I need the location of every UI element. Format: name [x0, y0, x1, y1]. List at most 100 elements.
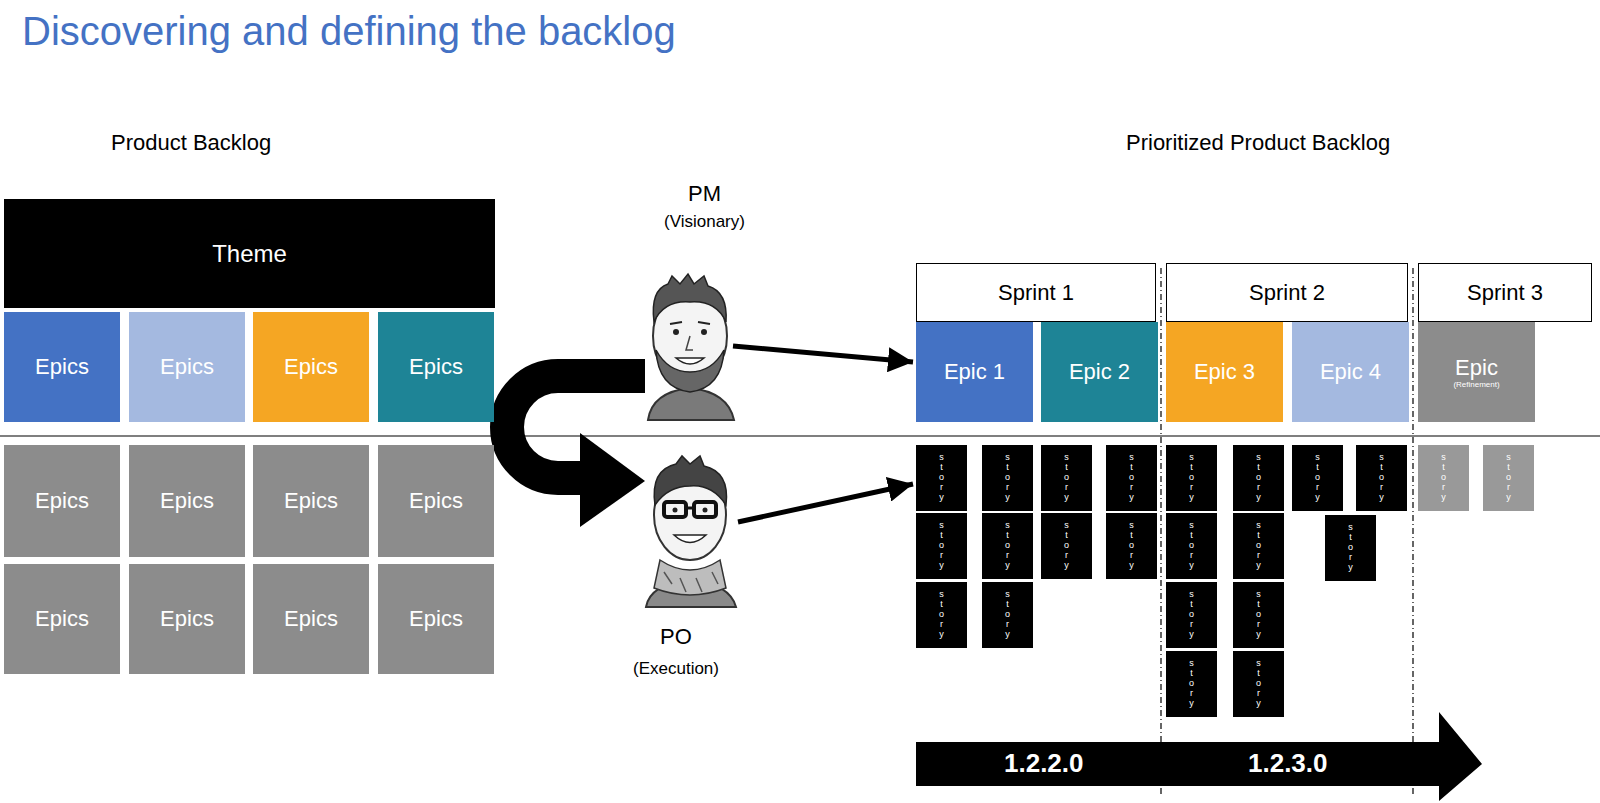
epic-box: Epic 1	[916, 322, 1033, 422]
story-label: story	[1189, 590, 1195, 639]
epic-box: Epic 2	[1041, 322, 1158, 422]
epic-box: Epic 3	[1166, 322, 1283, 422]
story-card: story	[1418, 445, 1469, 511]
story-card: story	[982, 445, 1033, 511]
box-label: Epics	[284, 488, 338, 513]
story-label: story	[1441, 453, 1447, 502]
theme-box: Theme	[4, 199, 495, 308]
story-label: story	[1256, 659, 1262, 708]
sprint-separator	[1160, 268, 1161, 795]
story-card: story	[1166, 651, 1217, 717]
backlog-epic-box: Epics	[129, 564, 245, 674]
section-heading: Product Backlog	[111, 130, 271, 155]
story-label: story	[1256, 590, 1262, 639]
box-label: (Refinement)	[1453, 380, 1499, 389]
role-description: (Execution)	[633, 659, 719, 679]
story-label: story	[1064, 453, 1070, 502]
story-card: story	[1233, 513, 1284, 579]
story-card: story	[1483, 445, 1534, 511]
backlog-epic-box: Epics	[378, 564, 494, 674]
epic-box: Epic 4	[1292, 322, 1409, 422]
epic-box: Epics	[129, 312, 245, 422]
sprint-box: Sprint 3	[1418, 263, 1592, 322]
story-label: story	[1315, 453, 1321, 502]
story-card: story	[1233, 445, 1284, 511]
po-arrow	[738, 484, 913, 522]
story-card: story	[982, 513, 1033, 579]
box-label: Sprint 1	[998, 280, 1074, 305]
story-label: story	[1189, 453, 1195, 502]
handoff-arrowhead	[580, 433, 645, 527]
epic-box: Epics	[4, 312, 120, 422]
box-label: Epics	[35, 488, 89, 513]
version-number: 1.2.3.0	[1248, 749, 1328, 779]
release-arrow	[916, 712, 1482, 801]
story-label: story	[939, 590, 945, 639]
sprint-box: Sprint 1	[916, 263, 1156, 322]
backlog-epic-box: Epics	[4, 445, 120, 557]
box-label: Epic 2	[1069, 359, 1130, 384]
pm-face	[648, 274, 734, 420]
pm-arrow	[733, 346, 913, 362]
story-card: story	[1292, 445, 1343, 511]
box-label: Sprint 3	[1467, 280, 1543, 305]
story-card: story	[1166, 445, 1217, 511]
story-label: story	[1256, 521, 1262, 570]
story-card: story	[1106, 513, 1157, 579]
story-card: story	[1041, 513, 1092, 579]
role-name: PM	[688, 181, 721, 206]
backlog-epic-box: Epics	[253, 445, 369, 557]
box-label: Epics	[409, 606, 463, 631]
story-label: story	[1064, 521, 1070, 570]
story-label: story	[1506, 453, 1512, 502]
story-label: story	[1379, 453, 1385, 502]
story-card: story	[1356, 445, 1407, 511]
diagram-title: Discovering and defining the backlog	[22, 8, 676, 54]
box-label: Epics	[35, 354, 89, 379]
epic-box: Epics	[378, 312, 494, 422]
story-label: story	[1129, 521, 1135, 570]
role-name: PO	[660, 624, 692, 649]
story-card: story	[1166, 513, 1217, 579]
story-label: story	[939, 521, 945, 570]
box-label: Epics	[160, 354, 214, 379]
story-label: story	[1005, 453, 1011, 502]
story-label: story	[1005, 521, 1011, 570]
story-label: story	[1189, 521, 1195, 570]
story-card: story	[1233, 582, 1284, 648]
box-label: Sprint 2	[1249, 280, 1325, 305]
story-label: story	[1129, 453, 1135, 502]
role-description: (Visionary)	[664, 212, 745, 232]
backlog-epic-box: Epics	[253, 564, 369, 674]
story-card: story	[916, 513, 967, 579]
box-label: Epic 1	[944, 359, 1005, 384]
box-label: Epics	[160, 488, 214, 513]
epic-box: Epics	[253, 312, 369, 422]
box-label: Epics	[409, 354, 463, 379]
backlog-epic-box: Epics	[378, 445, 494, 557]
story-card: story	[1106, 445, 1157, 511]
box-label: Epic	[1455, 355, 1498, 380]
story-label: story	[1189, 659, 1195, 708]
story-label: story	[939, 453, 945, 502]
story-label: story	[1348, 523, 1354, 572]
box-label: Epics	[409, 488, 463, 513]
box-label: Epics	[284, 606, 338, 631]
story-card: story	[1166, 582, 1217, 648]
sprint-box: Sprint 2	[1166, 263, 1408, 322]
po-face	[646, 456, 736, 607]
epic-box: Epic(Refinement)	[1418, 322, 1535, 422]
story-label: story	[1005, 590, 1011, 639]
section-heading: Prioritized Product Backlog	[1126, 130, 1390, 155]
sprint-separator	[1412, 268, 1413, 795]
box-label: Epic 3	[1194, 359, 1255, 384]
story-card: story	[1041, 445, 1092, 511]
story-card: story	[1233, 651, 1284, 717]
story-card: story	[1325, 515, 1376, 581]
box-label: Epics	[160, 606, 214, 631]
story-card: story	[916, 445, 967, 511]
handoff-arrow	[507, 376, 645, 478]
story-card: story	[982, 582, 1033, 648]
story-label: story	[1256, 453, 1262, 502]
